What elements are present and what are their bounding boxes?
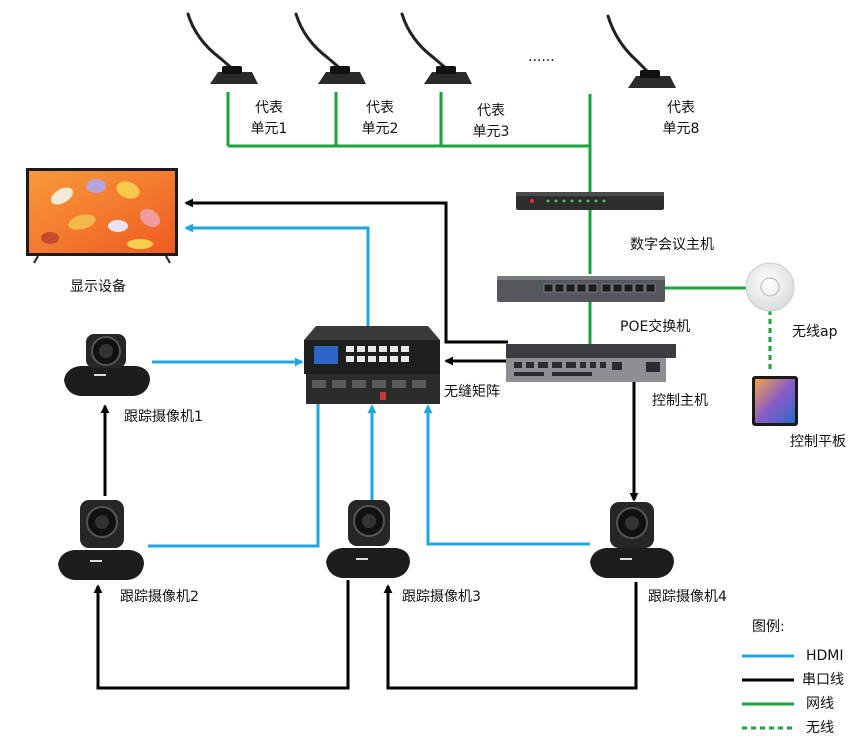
poe-switch-label: POE交换机 bbox=[620, 319, 691, 335]
gooseneck bbox=[400, 12, 450, 72]
mic-unit-1 bbox=[186, 12, 258, 84]
mic-base bbox=[424, 72, 472, 84]
camera-2-label: 跟踪摄像机2 bbox=[120, 589, 199, 605]
camera-1-device bbox=[64, 334, 150, 396]
unit-3-label-line1: 代表 bbox=[476, 103, 505, 119]
gooseneck bbox=[186, 12, 236, 72]
unit-2-label-line1: 代表 bbox=[365, 100, 394, 116]
camera-2-device bbox=[58, 500, 144, 580]
mic-base bbox=[318, 72, 366, 84]
mic-base-top bbox=[640, 70, 660, 78]
mic-unit-8 bbox=[606, 14, 676, 88]
legend-label-hdmi: HDMI bbox=[806, 648, 844, 664]
unit-8-label-line1: 代表 bbox=[666, 100, 695, 116]
control-tablet-label: 控制平板 bbox=[790, 434, 846, 450]
unit-2-label: 代表 单元2 bbox=[362, 98, 399, 140]
unit-3-label-line2: 单元3 bbox=[472, 124, 510, 140]
display-label: 显示设备 bbox=[70, 279, 126, 295]
mic-base bbox=[210, 72, 258, 84]
unit-1-label-line2: 单元1 bbox=[250, 121, 288, 137]
unit-1-label-line1: 代表 bbox=[254, 100, 283, 116]
legend-label-serial: 串口线 bbox=[802, 672, 844, 688]
control-host-label: 控制主机 bbox=[652, 393, 708, 409]
conference-host-device bbox=[516, 192, 664, 210]
serial-control-to-display bbox=[184, 198, 508, 344]
matrix-device bbox=[304, 326, 440, 404]
unit-2-label-line2: 单元2 bbox=[361, 121, 399, 137]
unit-8-label: 代表 单元8 bbox=[663, 98, 700, 140]
hdmi-matrix-to-display bbox=[184, 223, 370, 326]
serial-lines bbox=[93, 198, 639, 690]
serial-cam3-to-cam2 bbox=[93, 580, 350, 690]
legend-label-network: 网线 bbox=[806, 696, 834, 712]
unit-1-label: 代表 单元1 bbox=[251, 98, 288, 140]
wireless-ap-device bbox=[745, 262, 795, 312]
serial-cam4-to-cam3 bbox=[383, 582, 638, 690]
camera-4-label: 跟踪摄像机4 bbox=[648, 589, 727, 605]
wireless-ap-label: 无线ap bbox=[792, 324, 838, 340]
legend-title: 图例: bbox=[752, 619, 785, 635]
mic-unit-3 bbox=[400, 12, 472, 84]
mic-base bbox=[628, 76, 676, 88]
tv-leg-right bbox=[165, 255, 171, 264]
mic-base-top bbox=[436, 66, 456, 74]
display-device bbox=[26, 168, 178, 264]
matrix-label: 无缝矩阵 bbox=[444, 384, 500, 400]
network-lines bbox=[226, 92, 752, 346]
mic-unit-2 bbox=[294, 12, 366, 84]
camera-1-label: 跟踪摄像机1 bbox=[124, 409, 203, 425]
ellipsis-label: ...... bbox=[528, 49, 555, 65]
camera-3-label: 跟踪摄像机3 bbox=[402, 589, 481, 605]
tablet-device bbox=[752, 376, 798, 426]
control-host-device bbox=[506, 344, 676, 382]
mic-base-top bbox=[330, 66, 350, 74]
hdmi-cam2-to-matrix bbox=[148, 386, 323, 548]
legend-label-wireless: 无线 bbox=[806, 720, 834, 736]
hdmi-lines bbox=[148, 223, 590, 548]
gooseneck bbox=[606, 14, 650, 74]
conference-host-label: 数字会议主机 bbox=[630, 237, 714, 253]
gooseneck bbox=[294, 12, 344, 72]
mic-base-top bbox=[222, 66, 242, 74]
hdmi-cam4-to-matrix bbox=[423, 404, 590, 546]
camera-4-device bbox=[590, 502, 674, 578]
unit-3-label: 代表 单元3 bbox=[473, 101, 510, 143]
tv-leg-left bbox=[33, 255, 39, 264]
legend-swatches bbox=[742, 654, 794, 730]
poe-switch-device bbox=[497, 276, 665, 302]
unit-8-label-line2: 单元8 bbox=[662, 121, 700, 137]
camera-3-device bbox=[326, 500, 410, 578]
